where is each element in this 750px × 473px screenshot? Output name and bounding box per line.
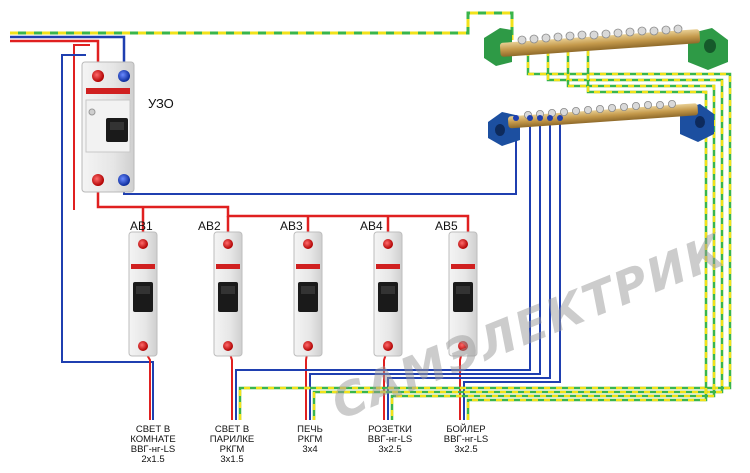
caption-line: БОЙЛЕР <box>446 423 485 435</box>
earth-bus-bar <box>484 24 728 70</box>
rcd-terminal-out-phase <box>92 174 104 186</box>
neutral-bus-bar <box>488 100 714 146</box>
ab1-out-wire <box>142 347 151 420</box>
caption-line: 3х4 <box>302 444 317 455</box>
caption-line: ПАРИЛКЕ <box>210 434 254 445</box>
ab3-out-wire <box>305 347 309 420</box>
breaker-ab4 <box>373 231 403 357</box>
earth-feeds <box>238 50 732 420</box>
caption-line: 3х2.5 <box>378 444 401 455</box>
ab2-out-wire <box>227 347 233 420</box>
breakers <box>128 231 478 357</box>
circuit-caption-ab4: РОЗЕТКИ ВВГ-нг-LS 3х2.5 <box>368 424 412 455</box>
breaker-label-ab4: АВ4 <box>360 219 383 233</box>
breaker-label-ab2: АВ2 <box>198 219 221 233</box>
breaker-ab1 <box>128 231 158 357</box>
rcd-device <box>81 61 135 193</box>
caption-line: КОМНАТЕ <box>130 434 175 445</box>
breaker-ab5 <box>448 231 478 357</box>
caption-line: СВЕТ В <box>136 424 170 435</box>
caption-line: 3х1.5 <box>220 454 243 465</box>
caption-line: СВЕТ В <box>215 424 249 435</box>
room-light-phase-wire <box>73 44 90 210</box>
neutral-feed-3 <box>387 118 551 420</box>
circuit-caption-ab2: СВЕТ В ПАРИЛКЕ РКГМ 3х1.5 <box>210 424 254 465</box>
caption-line: ВВГ-нг-LS <box>368 434 412 445</box>
breaker-label-ab3: АВ3 <box>280 219 303 233</box>
circuit-caption-ab1: СВЕТ В КОМНАТЕ ВВГ-нг-LS 2х1.5 <box>130 424 175 465</box>
rcd-neutral-out-wire <box>123 118 517 195</box>
rcd-terminal-in-neutral <box>118 70 130 82</box>
breaker-ab2 <box>213 231 243 357</box>
neutral-feed-1 <box>235 118 531 420</box>
caption-line: ВВГ-нг-LS <box>131 444 175 455</box>
neutral-bar-screws <box>524 100 677 120</box>
incoming-earth-wire <box>10 11 514 40</box>
caption-line: 2х1.5 <box>141 454 164 465</box>
rcd-terminal-in-phase <box>92 70 104 82</box>
earth-bar-screws <box>517 24 683 45</box>
neutral-feed-2 <box>309 118 541 420</box>
rcd-label: УЗО <box>148 96 174 111</box>
caption-line: ВВГ-нг-LS <box>444 434 488 445</box>
caption-line: 3х2.5 <box>454 444 477 455</box>
caption-line: РКГМ <box>298 434 323 445</box>
room-light-neutral-wire <box>61 54 154 420</box>
rcd-phase-out-wire <box>96 182 470 240</box>
breaker-label-ab5: АВ5 <box>435 219 458 233</box>
caption-line: ПЕЧЬ <box>297 424 323 435</box>
breaker-ab3 <box>293 231 323 357</box>
caption-line: РКГМ <box>220 444 245 455</box>
neutral-feed-4 <box>463 118 561 420</box>
wires <box>10 11 732 420</box>
rcd-terminal-out-neutral <box>118 174 130 186</box>
breaker-label-ab1: АВ1 <box>130 219 153 233</box>
circuit-caption-ab5: БОЙЛЕР ВВГ-нг-LS 3х2.5 <box>444 423 488 455</box>
caption-line: РОЗЕТКИ <box>368 424 412 435</box>
neutral-bar-wire-terminals <box>513 115 563 121</box>
circuit-caption-ab3: ПЕЧЬ РКГМ 3х4 <box>297 424 323 455</box>
